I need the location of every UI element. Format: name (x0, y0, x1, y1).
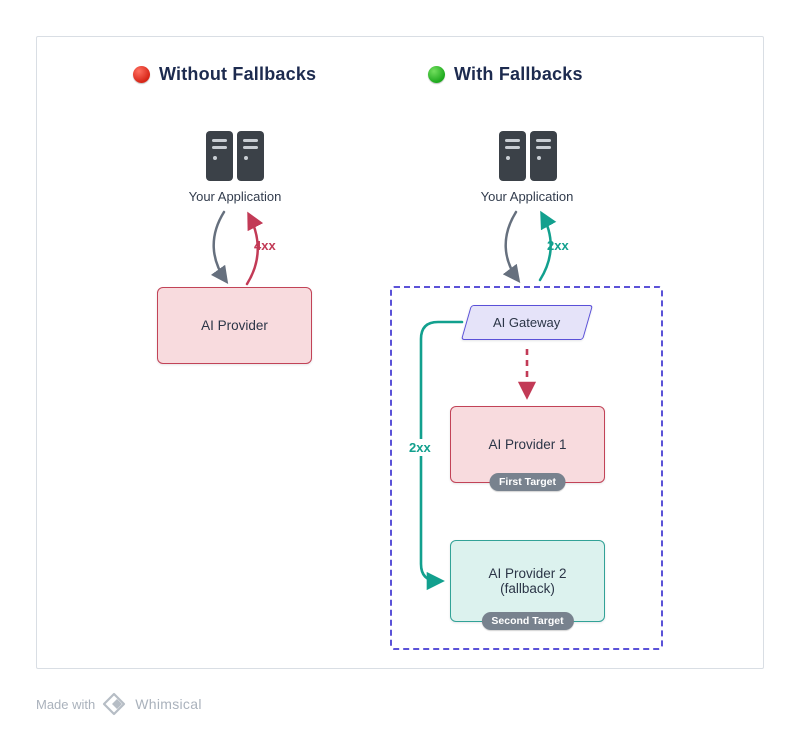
server-icon (206, 131, 264, 181)
green-circle-icon (428, 66, 445, 83)
first-target-badge: First Target (489, 473, 566, 491)
ai-provider-1-node: AI Provider 1 First Target (450, 406, 605, 491)
right-app-label: Your Application (480, 189, 574, 204)
ai-provider-2-node: AI Provider 2 (fallback) Second Target (450, 540, 605, 630)
ai-provider-1-label: AI Provider 1 (488, 437, 567, 452)
made-with-text: Made with (36, 696, 96, 712)
red-circle-icon (133, 66, 150, 83)
fallback-route-2xx-label: 2xx (405, 439, 435, 456)
ai-gateway-node: AI Gateway (460, 305, 594, 340)
ai-provider-label: AI Provider (201, 318, 268, 333)
right-title-text: With Fallbacks (454, 64, 583, 84)
ai-gateway-label: AI Gateway (493, 315, 561, 330)
made-with-whimsical: Made with Whimsical (36, 692, 202, 716)
right-2xx-label: 2xx (547, 238, 569, 253)
left-4xx-label: 4xx (254, 238, 276, 253)
ai-provider-2-label-line1: AI Provider 2 (488, 566, 567, 581)
left-section-title: Without Fallbacks (133, 64, 316, 85)
whimsical-logo-icon (103, 692, 126, 716)
fallback-group-boundary (390, 286, 663, 650)
second-target-badge: Second Target (481, 612, 574, 630)
left-title-text: Without Fallbacks (159, 64, 317, 84)
ai-provider-node: AI Provider (157, 287, 312, 364)
right-section-title: With Fallbacks (428, 64, 583, 85)
ai-provider-2-label-line2: (fallback) (500, 581, 555, 596)
left-app-label: Your Application (188, 189, 282, 204)
whimsical-brand-text: Whimsical (135, 696, 202, 712)
server-icon (499, 131, 557, 181)
